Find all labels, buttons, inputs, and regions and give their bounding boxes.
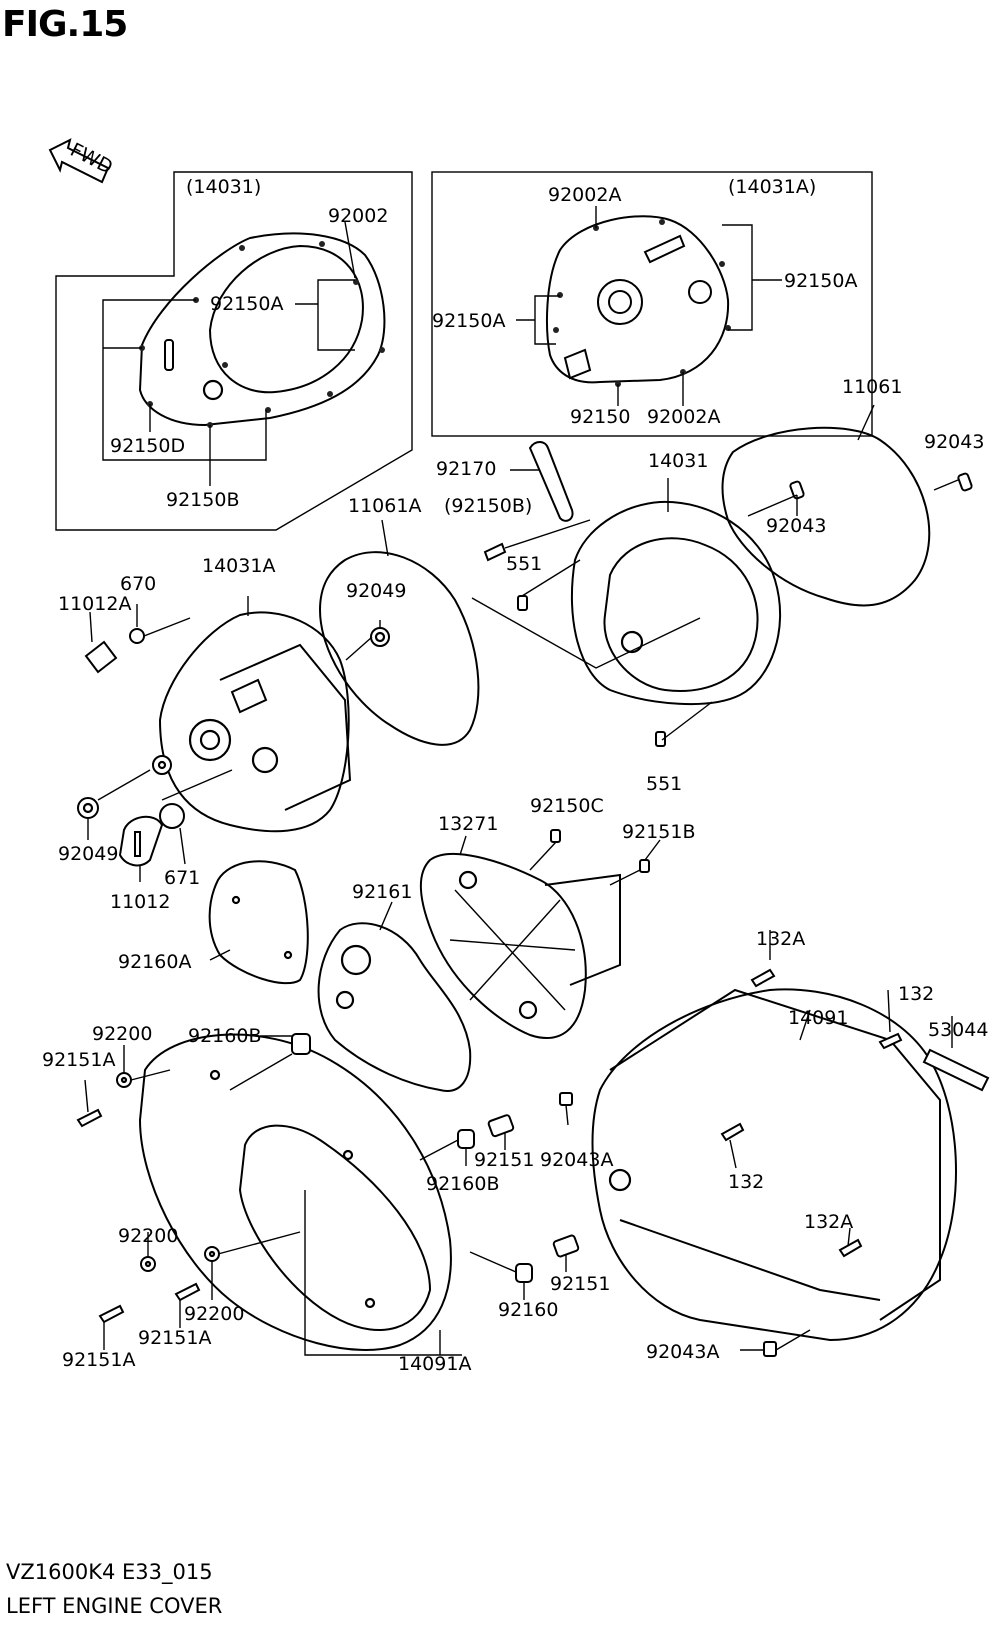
label-11012: 11012 [110, 891, 170, 913]
inset-box-14031 [55, 171, 413, 531]
label-14091a: 14091A [398, 1353, 471, 1375]
label-92151a-c: 92151A [62, 1349, 135, 1371]
label-92151-a: 92151 [474, 1149, 534, 1171]
cover-14031a [158, 611, 352, 833]
label-92200-a: 92200 [92, 1023, 152, 1045]
label-92151-b: 92151 [550, 1273, 610, 1295]
label-92150a-box2-right: 92150A [784, 270, 857, 292]
label-671: 671 [164, 867, 200, 889]
label-11012a: 11012A [58, 593, 131, 615]
label-11061: 11061 [842, 376, 902, 398]
label-132a-top: 132A [756, 928, 805, 950]
label-92160: 92160 [498, 1299, 558, 1321]
label-92161: 92161 [352, 881, 412, 903]
label-92043a-b: 92043A [646, 1341, 719, 1363]
label-92160a: 92160A [118, 951, 191, 973]
label-551-a: 551 [506, 553, 542, 575]
label-53044: 53044 [928, 1019, 988, 1041]
label-92043a-a: 92043A [540, 1149, 613, 1171]
label-92150: 92150 [570, 406, 630, 428]
label-92002a-bottom: 92002A [647, 406, 720, 428]
label-92150c: 92150C [530, 795, 604, 817]
label-14031a: 14031A [202, 555, 275, 577]
label-14091: 14091 [788, 1007, 848, 1029]
label-11061a: 11061A [348, 495, 421, 517]
figure-code: VZ1600K4 E33_015 [6, 1560, 213, 1584]
label-92151b: 92151B [622, 821, 695, 843]
label-132a-mid: 132A [804, 1211, 853, 1233]
label-92200-b: 92200 [118, 1225, 178, 1247]
cover-14031 [570, 500, 782, 706]
label-92160b-a: 92160B [188, 1025, 261, 1047]
label-92049-b: 92049 [58, 843, 118, 865]
label-92043-a: 92043 [924, 431, 984, 453]
label-13271: 13271 [438, 813, 498, 835]
label-92150b: 92150B [166, 489, 239, 511]
inset-box-14031a [431, 171, 873, 437]
label-92170: 92170 [436, 458, 496, 480]
figure-title: FIG.15 [2, 4, 128, 45]
label-92150d: 92150D [110, 435, 185, 457]
label-92002: 92002 [328, 205, 388, 227]
label-132-mid: 132 [728, 1171, 764, 1193]
label-92200-c: 92200 [184, 1303, 244, 1325]
label-92150a-box2-left: 92150A [432, 310, 505, 332]
plate-13271 [419, 852, 621, 1039]
label-92151a-b: 92151A [138, 1327, 211, 1349]
gasket-11061a [318, 551, 480, 746]
label-670: 670 [120, 573, 156, 595]
label-92151a-a: 92151A [42, 1049, 115, 1071]
label-92160b-b: 92160B [426, 1173, 499, 1195]
label-92150a-box1: 92150A [210, 293, 283, 315]
cover-14031a-inset [546, 215, 731, 387]
cover-14091 [591, 988, 957, 1342]
label-132-top: 132 [898, 983, 934, 1005]
fwd-arrow-icon: FWD [48, 138, 116, 184]
label-92043-b: 92043 [766, 515, 826, 537]
label-14031-paren: (14031) [186, 176, 261, 198]
figure-name: LEFT ENGINE COVER [6, 1594, 223, 1618]
label-92002a-top: 92002A [548, 184, 621, 206]
label-92150b-paren: (92150B) [444, 495, 532, 517]
label-14031a-paren: (14031A) [728, 176, 816, 198]
cover-14031-inset [138, 232, 386, 428]
label-551-b: 551 [646, 773, 682, 795]
label-14031: 14031 [648, 450, 708, 472]
label-92049-a: 92049 [346, 580, 406, 602]
